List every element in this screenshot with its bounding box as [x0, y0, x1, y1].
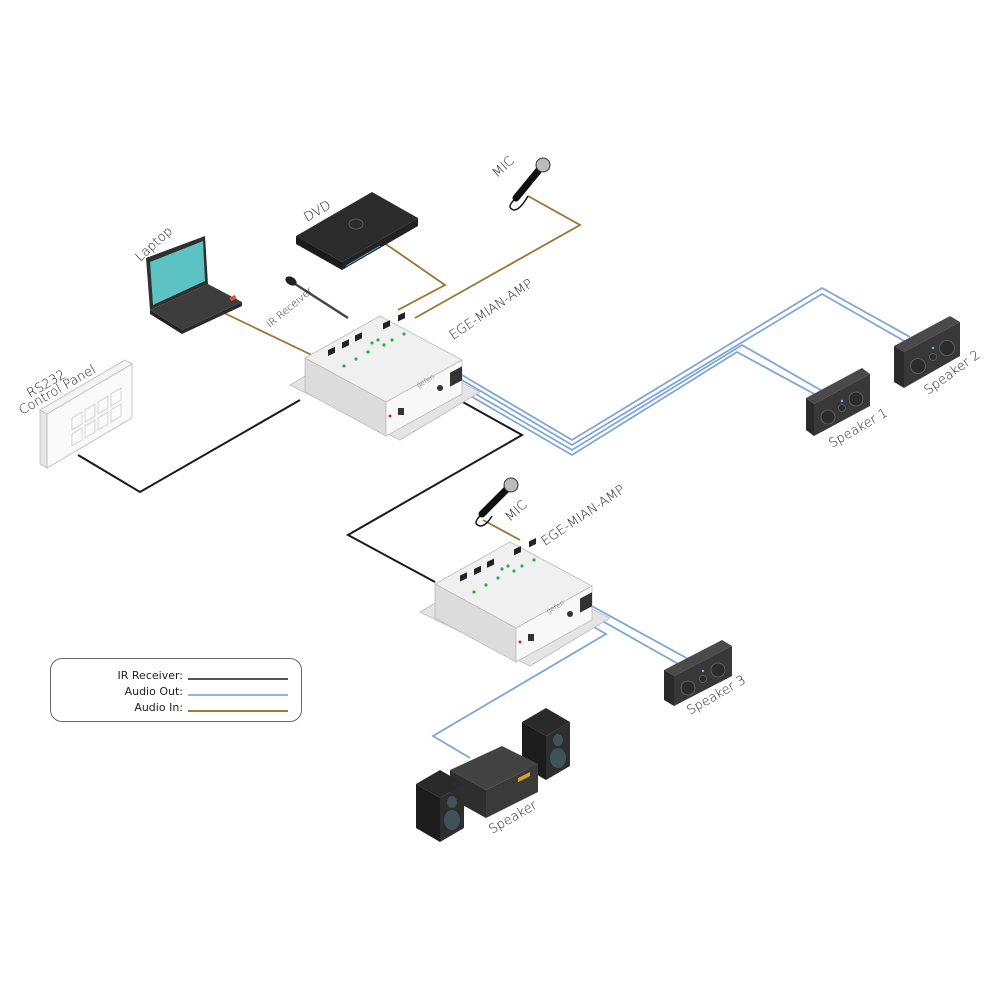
control-panel-buttons [71, 387, 122, 447]
mic-grille-icon [503, 477, 519, 493]
audio-out-cable-speaker1-a [461, 343, 825, 452]
amp1-label: EGE-MIAN-AMP [447, 276, 536, 343]
woofer-icon [820, 409, 836, 425]
amp2-leds [472, 558, 536, 594]
mic-grille-icon [535, 157, 551, 173]
ir-receiver-cable [291, 280, 349, 320]
speaker-2[interactable]: Speaker 2 [894, 316, 983, 398]
stereo-system[interactable]: Speaker [416, 708, 570, 842]
cables [77, 195, 911, 759]
amp1-leds [342, 332, 406, 368]
ir-receiver[interactable]: IR Receiver [265, 275, 316, 331]
amp2-ir-port [567, 611, 573, 617]
ir-cable-control-panel [77, 399, 301, 494]
ir-receiver-label: IR Receiver [265, 285, 316, 330]
dvd-disc-icon [348, 218, 364, 230]
laptop-screen [150, 241, 205, 305]
ir-sensor-icon [285, 276, 297, 286]
woofer-icon [910, 358, 926, 374]
amplifier-1[interactable]: gefen EGE-MIAN-AMP [289, 276, 536, 441]
stereo-display [518, 771, 530, 783]
legend-item-audio-out: Audio Out: [51, 685, 301, 701]
laptop-power-led [229, 294, 237, 302]
audio-in-cable-mic1 [414, 195, 582, 319]
dvd-player[interactable]: DVD [296, 192, 418, 270]
woofer-icon [680, 680, 696, 696]
amp2-power-led [518, 640, 522, 644]
audio-out-cable-speaker3-a [589, 604, 691, 661]
amp2-label: EGE-MIAN-AMP [539, 482, 628, 549]
legend-swatch-audio-out [188, 694, 288, 696]
audio-in-cable-mic2 [482, 519, 521, 541]
laptop[interactable]: Laptop [133, 224, 242, 334]
amplifier-2[interactable]: gefen EGE-MIAN-AMP [419, 482, 628, 667]
speaker-1[interactable]: Speaker 1 [806, 368, 891, 451]
amp1-buttons [328, 312, 405, 357]
audio-in-cable-dvd [379, 239, 447, 311]
legend-label: Audio Out: [124, 685, 183, 698]
audio-out-cable-speaker2-a [461, 286, 911, 442]
amp1-speaker-terminal [450, 366, 462, 387]
microphone-1[interactable]: MIC [490, 154, 551, 211]
audio-in-cable-laptop [221, 311, 319, 359]
audio-out-cable-speaker2-b [461, 292, 907, 447]
mic1-label: MIC [490, 154, 518, 181]
amp1-power-led [388, 414, 392, 418]
legend-item-ir-receiver: IR Receiver: [51, 669, 301, 685]
legend-swatch-audio-in [188, 710, 288, 712]
legend-label: IR Receiver: [117, 669, 183, 682]
audio-out-cable-speaker1-b [461, 350, 819, 457]
ir-cable-amp-link [345, 395, 525, 583]
legend-item-audio-in: Audio In: [51, 701, 301, 717]
legend-swatch-ir [188, 678, 288, 680]
legend: IR Receiver: Audio Out: Audio In: [50, 658, 302, 722]
amp2-speaker-terminal [580, 592, 592, 613]
amp1-ir-port [437, 385, 443, 391]
amp2-buttons [460, 538, 536, 582]
amp2-power-port [528, 634, 534, 641]
legend-label: Audio In: [134, 701, 183, 714]
microphone-2[interactable]: MIC [475, 477, 531, 527]
amp1-power-port [398, 408, 404, 415]
rs232-control-panel[interactable]: RS232 Control Panel [17, 359, 133, 469]
mic2-label: MIC [503, 498, 531, 525]
